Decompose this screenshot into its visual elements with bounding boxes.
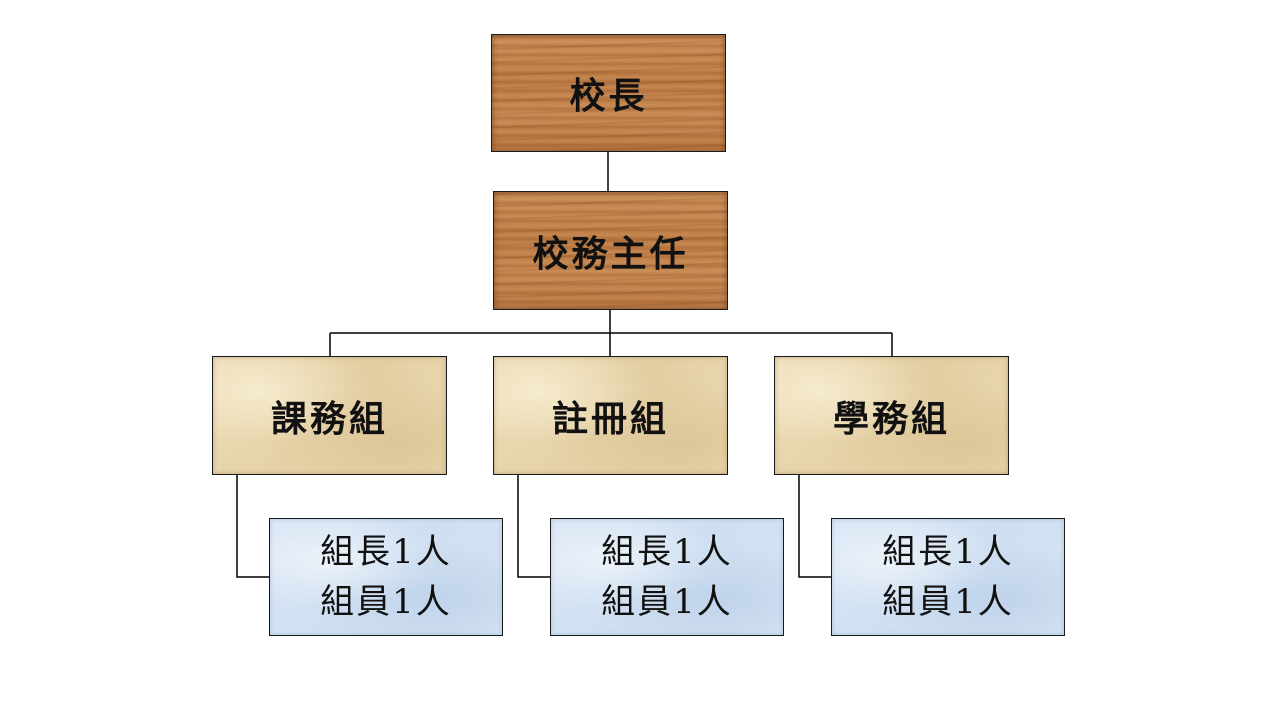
members-box-2: 組長1人 組員1人 xyxy=(550,518,784,636)
director-label: 校務主任 xyxy=(532,232,689,275)
members-box-1: 組長1人 組員1人 xyxy=(269,518,503,636)
group-2-label: 註冊組 xyxy=(551,397,669,440)
members-box-3: 組長1人 組員1人 xyxy=(831,518,1065,636)
connector-group-2-members xyxy=(517,475,551,578)
member-leader-2: 組長1人 xyxy=(601,532,733,572)
member-staff-3: 組員1人 xyxy=(882,582,1014,622)
group-box-1: 課務組 xyxy=(212,356,447,475)
director-box: 校務主任 xyxy=(493,191,728,310)
member-staff-1: 組員1人 xyxy=(320,582,452,622)
principal-label: 校長 xyxy=(569,75,648,117)
group-box-2: 註冊組 xyxy=(493,356,728,475)
member-leader-1: 組長1人 xyxy=(320,532,452,572)
member-staff-2: 組員1人 xyxy=(601,582,733,622)
group-box-3: 學務組 xyxy=(774,356,1009,475)
principal-box: 校長 xyxy=(491,34,726,152)
group-1-label: 課務組 xyxy=(270,397,388,440)
member-leader-3: 組長1人 xyxy=(882,532,1014,572)
connector-group-1-members xyxy=(236,475,270,578)
group-3-label: 學務組 xyxy=(832,397,950,440)
connector-group-3-members xyxy=(798,475,832,578)
